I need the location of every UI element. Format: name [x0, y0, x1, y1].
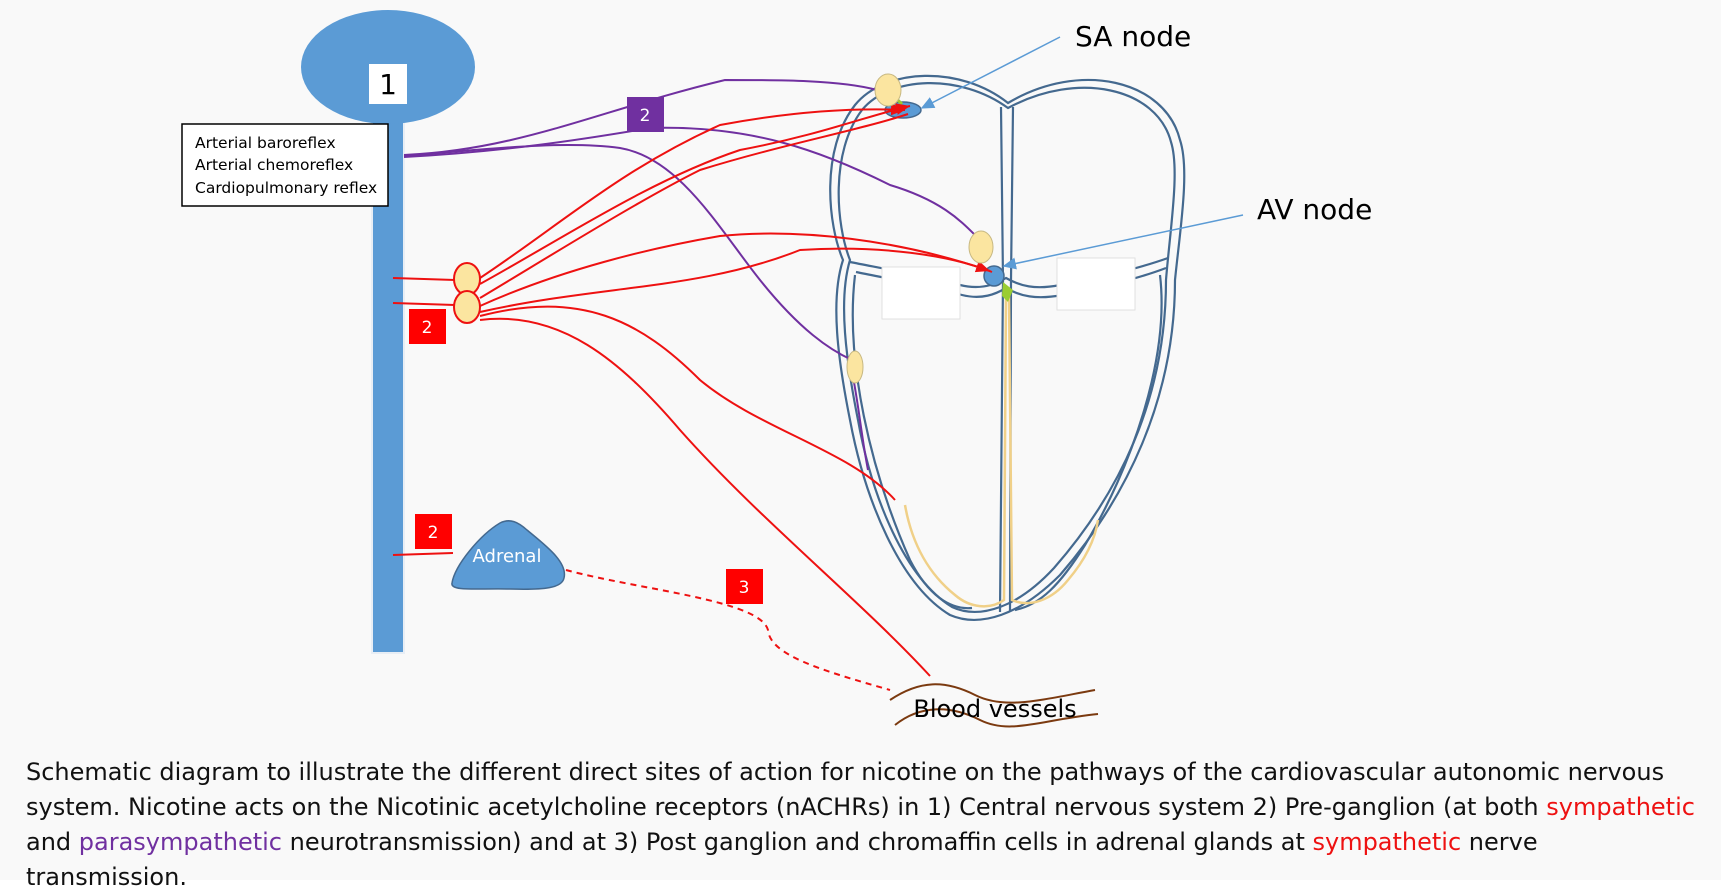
caption-parasympathetic: parasympathetic [78, 828, 282, 856]
ganglia [453, 73, 994, 384]
valve-box-left [881, 266, 961, 320]
reflex-box: Arterial baroreflex Arterial chemoreflex… [181, 123, 389, 207]
caption-part-2: and [26, 828, 79, 856]
badge-adrenal: 2 [415, 514, 452, 549]
conduction-pathway [903, 294, 1100, 608]
av-node-pointer [1002, 214, 1244, 270]
svg-text:3: 3 [739, 578, 750, 598]
sympathetic-ganglion-lower [453, 290, 481, 324]
caption-sympathetic-1: sympathetic [1546, 793, 1695, 821]
parasympathetic-fibres [403, 78, 976, 471]
parasympathetic-ganglion-sa [874, 73, 902, 107]
heart [829, 74, 1186, 621]
his-bundle-marker [1002, 282, 1013, 302]
adrenal-to-vessels-path [565, 569, 891, 691]
cns-number: 1 [379, 68, 397, 101]
parasympathetic-ganglion-ventricle [846, 350, 864, 384]
caption-sympathetic-2: sympathetic [1312, 828, 1462, 856]
svg-text:2: 2 [422, 318, 433, 338]
sa-node-label: SA node [1075, 20, 1191, 53]
badge-post-ganglion: 3 [726, 569, 763, 604]
figure-caption: Schematic diagram to illustrate the diff… [26, 755, 1706, 895]
svg-text:2: 2 [428, 523, 439, 543]
adrenal-label: Adrenal [473, 546, 542, 567]
cns-number-box [369, 64, 407, 104]
blood-vessels-label: Blood vessels [913, 695, 1076, 723]
reflex-chemoreflex: Arterial chemoreflex [195, 156, 353, 174]
reflex-cardiopulmonary: Cardiopulmonary reflex [195, 179, 377, 197]
parasympathetic-ganglion-av [968, 230, 994, 264]
blood-vessels: Blood vessels [889, 683, 1099, 728]
central-nervous-system: 1 [301, 10, 475, 654]
valve-box-right [1056, 257, 1136, 311]
adrenal-gland: Adrenal [451, 520, 566, 590]
badge-sympathetic-ganglion: 2 [409, 309, 446, 344]
caption-part-1: Schematic diagram to illustrate the diff… [26, 758, 1665, 821]
sa-node-pointer [920, 36, 1061, 109]
nicotine-pathway-diagram: 1 Arterial baroreflex Arterial chemorefl… [181, 10, 1372, 728]
reflex-baroreflex: Arterial baroreflex [195, 134, 336, 152]
sympathetic-fibres [392, 103, 993, 677]
badge-parasympathetic: 2 [627, 97, 664, 132]
svg-text:2: 2 [640, 106, 651, 126]
caption-part-3: neurotransmission) and at 3) Post gangli… [281, 828, 1313, 856]
av-node-label: AV node [1257, 193, 1372, 226]
